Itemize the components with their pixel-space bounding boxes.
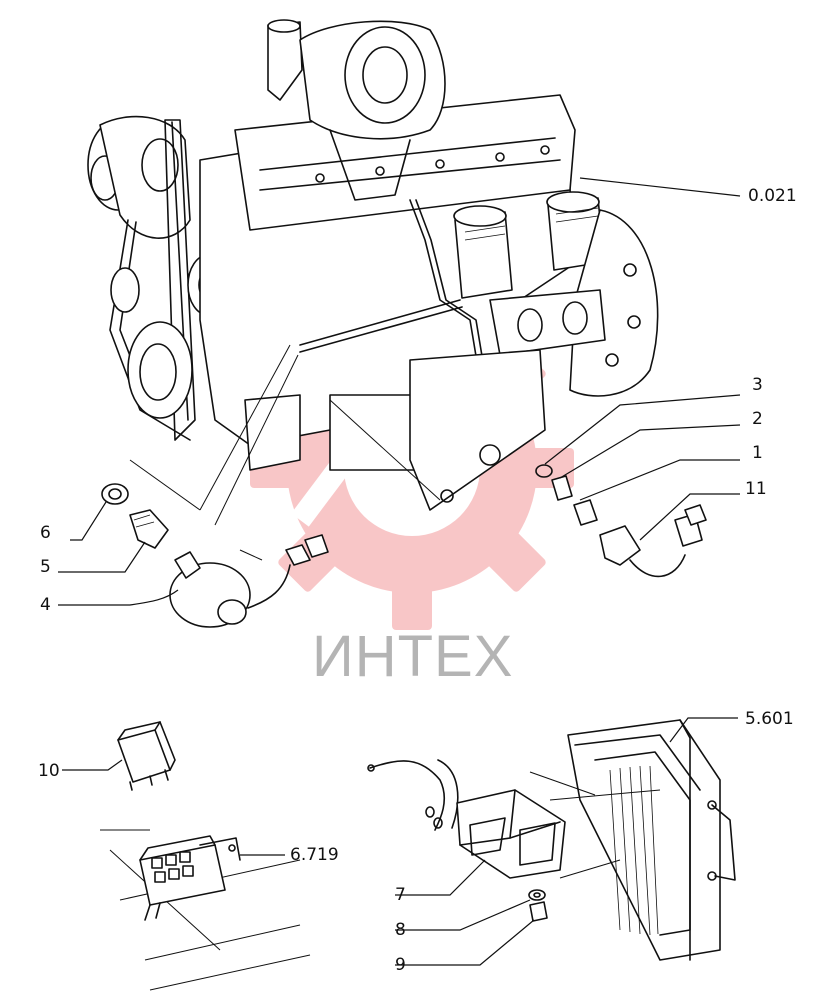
callout-8: 8: [395, 920, 406, 940]
callout-3: 3: [752, 375, 763, 395]
callout-5601: 5.601: [745, 709, 794, 729]
watermark-text: ИНТЕХ: [312, 624, 513, 689]
callout-5: 5: [40, 557, 51, 577]
callout-1: 1: [752, 443, 763, 463]
callout-4: 4: [40, 595, 51, 615]
callout-9: 9: [395, 955, 406, 975]
radiator-5601-bracket-7: [367, 719, 736, 961]
callout-6719: 6.719: [290, 845, 339, 865]
relay-10-block-6719: [100, 721, 311, 991]
switch-1-2-3-11: [535, 464, 707, 578]
sender-4-5-6: [101, 483, 329, 628]
callout-7: 7: [395, 885, 406, 905]
callout-2: 2: [752, 409, 763, 429]
callout-0021: 0.021: [748, 186, 797, 206]
engine-drawing: [87, 19, 659, 511]
callout-11: 11: [745, 479, 767, 499]
leader-lines: [58, 177, 741, 966]
callout-6: 6: [40, 523, 51, 543]
callout-10: 10: [38, 761, 60, 781]
